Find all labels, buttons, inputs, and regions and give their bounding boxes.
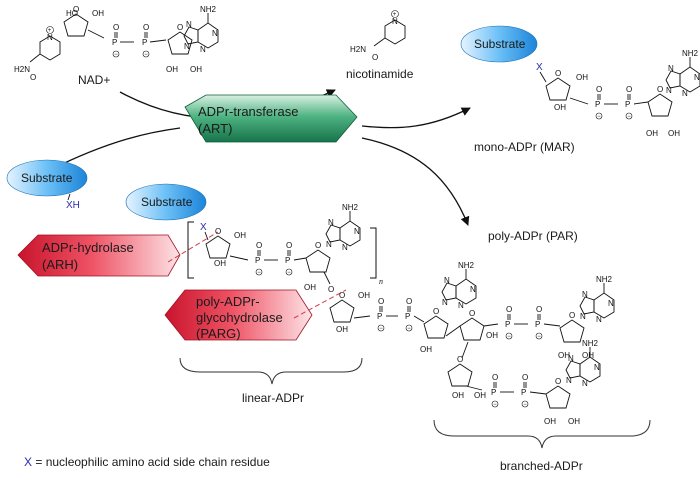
branched-adpr-brace	[433, 419, 651, 449]
amide-atom-label: H2N	[14, 65, 30, 74]
hydroxyl-label: OH	[358, 291, 370, 300]
hydroxyl-label: OH	[336, 325, 348, 334]
hydroxyl-label: OH	[544, 417, 556, 426]
hydroxyl-label: OH	[452, 391, 464, 400]
nad-molecule: H2N O HO OH NH2 OH OH	[14, 4, 219, 82]
transferase-abbrev: (ART)	[198, 121, 232, 136]
nad-label: NAD+	[78, 73, 110, 87]
hydrolase-name: ADPr-hydrolase	[42, 240, 134, 255]
hydroxyl-label: OH	[214, 259, 226, 268]
arrow-to-mono-adpr	[361, 107, 471, 129]
hydroxyl-label: OH	[576, 73, 588, 82]
hydroxyl-label: OH	[558, 351, 570, 360]
amine-label: NH2	[458, 261, 475, 270]
mono-adpr-label: mono-ADPr (MAR)	[474, 140, 575, 154]
mono-adpr-molecule: OH OH NH2 OH OH	[539, 49, 700, 138]
hydroxyl-label: HO	[66, 9, 78, 18]
nicotinamide-molecule: H2N O	[350, 10, 406, 62]
repeat-bracket-left	[187, 221, 194, 279]
linear-adpr-repeat-unit: OH OH NH2 OH O	[204, 203, 361, 294]
hydroxyl-label: OH	[582, 351, 594, 360]
arrow-substrate-to-transferase	[49, 127, 181, 171]
hydrolase-abbrev: (ARH)	[42, 257, 78, 272]
amine-label: NH2	[596, 275, 613, 284]
legend: X = nucleophilic amino acid side chain r…	[24, 455, 270, 469]
hydroxyl-label: OH	[486, 331, 498, 340]
substrate-label: Substrate	[474, 37, 526, 51]
oxygen-atom-label: O	[30, 73, 36, 82]
substrate-blob-mono: Substrate	[460, 25, 538, 63]
hydroxyl-label: OH	[554, 103, 566, 112]
amine-label: NH2	[682, 49, 699, 58]
parg-abbrev: (PARG)	[196, 326, 241, 341]
legend-symbol: X	[24, 455, 32, 469]
hydroxyl-label: OH	[668, 129, 680, 138]
nicotinamide-label: nicotinamide	[346, 67, 414, 81]
amine-label: NH2	[582, 339, 599, 348]
nucleophile-x-mono: X	[536, 62, 543, 73]
oxygen-atom-label: O	[328, 285, 334, 294]
hydroxyl-label: OH	[646, 129, 658, 138]
substrate-blob-poly: Substrate	[125, 183, 207, 221]
arh-cleavage-line	[167, 231, 219, 263]
poly-adpr-label: poly-ADPr (PAR)	[488, 229, 578, 243]
amine-label: NH2	[342, 203, 359, 212]
transferase-name: ADPr-transferase	[198, 104, 298, 119]
hydroxyl-label: OH	[568, 417, 580, 426]
parg-name-line2: glycohydrolase	[196, 310, 283, 325]
branched-adpr-label: branched-ADPr	[500, 459, 583, 473]
parg-name-line1: poly-ADPr-	[196, 294, 260, 309]
substrate-blob-free: Substrate	[6, 159, 88, 201]
parg-enzyme: poly-ADPr- glycohydrolase (PARG)	[164, 289, 313, 341]
amide-atom-label: H2N	[350, 45, 366, 54]
nucleophile-xh: XH	[66, 200, 80, 211]
substrate-label: Substrate	[21, 171, 73, 185]
adpr-transferase-enzyme: ADPr-transferase (ART)	[184, 94, 358, 143]
adpr-hydrolase-enzyme: ADPr-hydrolase (ARH)	[17, 234, 181, 277]
hydroxyl-label: OH	[234, 231, 246, 240]
substrate-label: Substrate	[141, 195, 193, 209]
repeat-count: n	[379, 277, 383, 286]
repeat-bracket-right	[370, 227, 377, 279]
parg-cleavage-line	[293, 289, 347, 319]
linear-adpr-label: linear-ADPr	[242, 391, 304, 405]
nucleophile-x-poly: X	[200, 222, 207, 233]
arrow-to-poly-adpr	[361, 137, 470, 226]
oxygen-atom-label: O	[372, 53, 378, 62]
hydroxyl-label: OH	[92, 9, 104, 18]
hydroxyl-label: OH	[190, 65, 202, 74]
hydroxyl-label: OH	[420, 345, 432, 354]
linear-adpr-brace	[179, 357, 363, 385]
poly-adpr-chain: OH OH OH NH2 OH OH OH NH2 OH OH OH	[329, 261, 615, 426]
hydroxyl-label: OH	[166, 65, 178, 74]
hydroxyl-label: OH	[474, 391, 486, 400]
hydroxyl-label: OH	[304, 283, 316, 292]
amine-label: NH2	[200, 5, 217, 14]
legend-text: = nucleophilic amino acid side chain res…	[32, 455, 270, 469]
